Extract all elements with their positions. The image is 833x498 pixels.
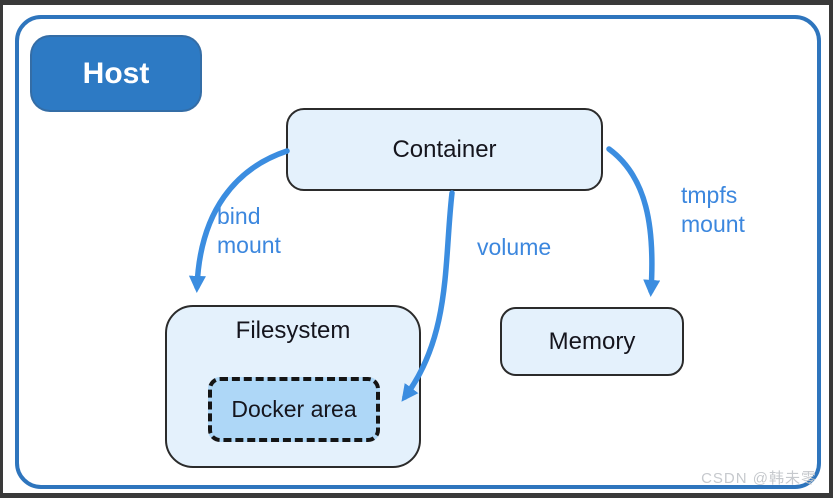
- memory-label: Memory: [548, 327, 636, 355]
- docker-area-node: Docker area: [208, 377, 380, 442]
- tmpfs-mount-edge-label: tmpfs mount: [681, 182, 745, 237]
- container-label: Container: [392, 135, 497, 163]
- host-node: Host: [30, 35, 202, 112]
- diagram-canvas: Host Container Filesystem Docker area Me…: [3, 5, 829, 493]
- watermark: CSDN @韩未零: [701, 470, 817, 487]
- volume-edge-label: volume: [477, 234, 552, 260]
- docker-area-label: Docker area: [231, 396, 357, 422]
- filesystem-label: Filesystem: [235, 317, 351, 344]
- bind-mount-edge-label: bind mount: [217, 203, 281, 258]
- memory-node: Memory: [500, 307, 684, 376]
- container-node: Container: [286, 108, 603, 191]
- host-label: Host: [82, 56, 150, 90]
- filesystem-node: Filesystem Docker area: [165, 305, 421, 468]
